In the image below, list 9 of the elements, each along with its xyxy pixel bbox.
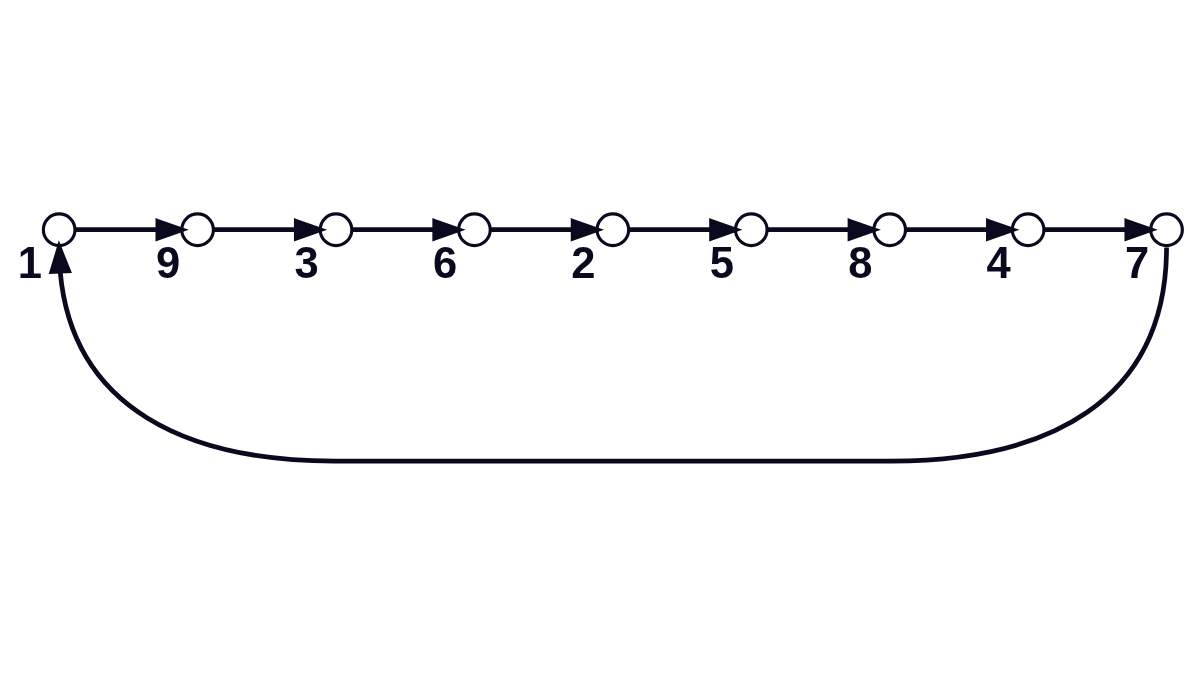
node-label: 5 — [709, 239, 734, 288]
node-label: 7 — [1125, 239, 1150, 288]
node-label: 6 — [432, 239, 458, 288]
node-label: 2 — [571, 239, 596, 288]
node-label: 1 — [17, 239, 42, 288]
node-label: 3 — [294, 239, 319, 288]
node-label: 9 — [156, 239, 181, 288]
node-label: 8 — [848, 239, 873, 288]
node-label: 4 — [986, 239, 1011, 288]
